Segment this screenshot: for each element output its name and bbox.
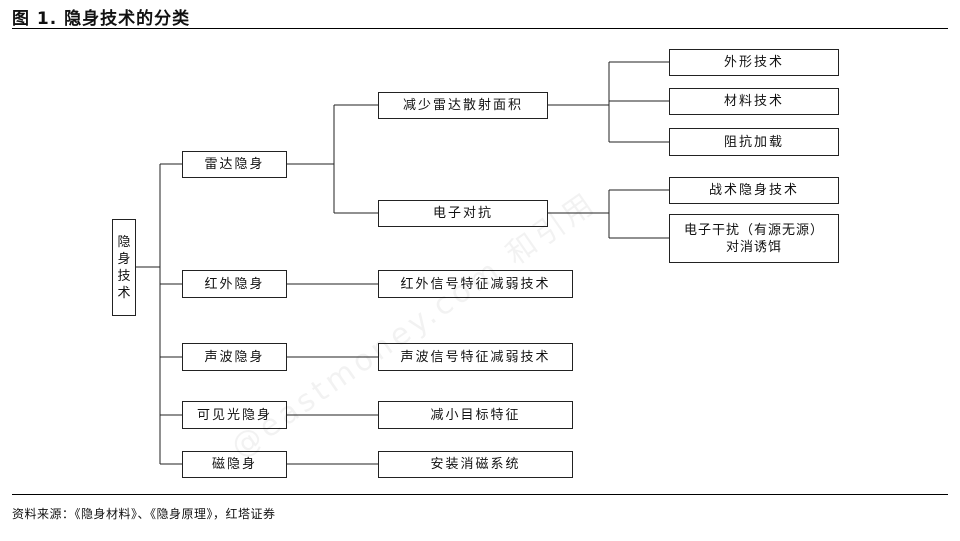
category-visible-light-stealth: 可见光隐身 — [182, 401, 287, 429]
method-reduce-target-signature: 减小目标特征 — [378, 401, 573, 429]
method-infrared-signature-reduction: 红外信号特征减弱技术 — [378, 270, 573, 298]
category-infrared-stealth: 红外隐身 — [182, 270, 287, 298]
technique-material: 材料技术 — [669, 88, 839, 115]
technique-jamming-line1: 电子干扰（有源无源） — [683, 222, 824, 238]
figure-title: 图 1. 隐身技术的分类 — [12, 9, 191, 29]
technique-jamming-line2: 对消诱饵 — [725, 239, 782, 255]
root-node-stealth-technology: 隐身技术 — [112, 219, 136, 316]
category-radar-stealth: 雷达隐身 — [182, 151, 287, 178]
top-divider — [12, 28, 948, 29]
technique-jamming-and-decoys: 电子干扰（有源无源） 对消诱饵 — [669, 214, 839, 263]
method-acoustic-signature-reduction: 声波信号特征减弱技术 — [378, 343, 573, 371]
source-note: 资料来源：《隐身材料》、《隐身原理》，红塔证券 — [12, 507, 276, 521]
technique-shape: 外形技术 — [669, 49, 839, 76]
method-degaussing-system: 安装消磁系统 — [378, 451, 573, 478]
root-node-label: 隐身技术 — [117, 234, 131, 301]
method-electronic-countermeasures: 电子对抗 — [378, 200, 548, 227]
technique-impedance-loading: 阻抗加载 — [669, 128, 839, 156]
technique-tactical-stealth: 战术隐身技术 — [669, 177, 839, 204]
bottom-divider — [12, 494, 948, 495]
category-acoustic-stealth: 声波隐身 — [182, 343, 287, 371]
method-reduce-radar-cross-section: 减少雷达散射面积 — [378, 92, 548, 119]
category-magnetic-stealth: 磁隐身 — [182, 451, 287, 478]
